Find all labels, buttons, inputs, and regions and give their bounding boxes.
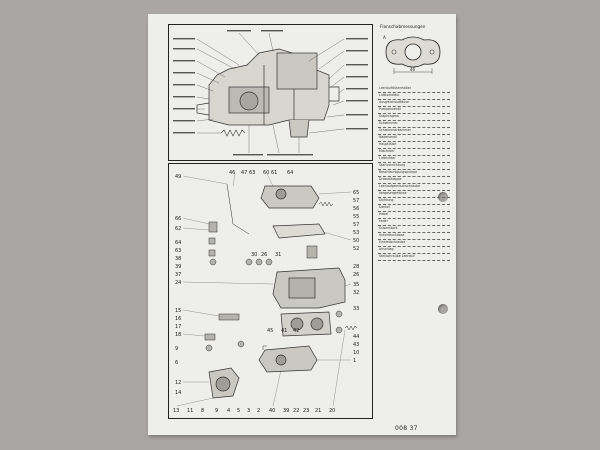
svg-text:17: 17 (175, 324, 181, 330)
legend-item: Luftrichter (378, 156, 450, 163)
carburetor-section-drawing (173, 30, 368, 156)
svg-text:26: 26 (353, 272, 359, 278)
svg-text:52: 52 (353, 246, 359, 252)
legend-item: Nadelventil (378, 135, 450, 142)
svg-text:32: 32 (353, 290, 359, 296)
legend-item: Diaphragma (378, 114, 450, 121)
svg-text:43: 43 (353, 342, 359, 348)
svg-text:56: 56 (353, 206, 359, 212)
svg-text:39: 39 (283, 408, 289, 414)
svg-text:12: 12 (175, 380, 181, 386)
legend-item: Hauptdüse (378, 142, 450, 149)
svg-text:60: 60 (263, 170, 269, 176)
svg-text:20: 20 (329, 408, 335, 414)
svg-text:65: 65 (353, 190, 359, 196)
svg-text:9: 9 (175, 346, 178, 352)
legend-item: Luftkorrektur (378, 93, 450, 100)
legend-item: Vergasergehäuse (378, 191, 450, 198)
svg-text:11: 11 (187, 408, 193, 414)
legend-item: Deckel (378, 205, 450, 212)
svg-text:44: 44 (353, 334, 359, 340)
svg-text:55: 55 (353, 214, 359, 220)
svg-text:22: 22 (293, 408, 299, 414)
svg-text:38: 38 (175, 256, 181, 262)
svg-text:4: 4 (227, 408, 230, 414)
svg-text:2: 2 (257, 408, 260, 414)
svg-text:5: 5 (237, 408, 240, 414)
flange-gasket-sketch: A 46 (383, 35, 441, 74)
svg-text:64: 64 (287, 170, 293, 176)
legend-item: Feder (378, 219, 450, 226)
svg-text:40: 40 (269, 408, 275, 414)
svg-text:57: 57 (353, 198, 359, 204)
svg-text:13: 13 (173, 408, 179, 414)
svg-text:62: 62 (175, 226, 181, 232)
svg-text:31: 31 (275, 252, 281, 258)
svg-text:6: 6 (175, 360, 178, 366)
punch-hole-lower (438, 304, 448, 314)
document-code: 008 37 (395, 425, 418, 432)
sectional-diagram (168, 24, 373, 161)
legend-item: Startvorrichtung (378, 163, 450, 170)
svg-text:41: 41 (281, 328, 287, 334)
gasket-dimension-b: 46 (410, 67, 416, 72)
legend-item: Mischrohr (378, 149, 450, 156)
legend-item: Pumpenventil (378, 107, 450, 114)
svg-text:35: 35 (353, 282, 359, 288)
svg-text:30: 30 (251, 252, 257, 258)
svg-text:8: 8 (201, 408, 204, 414)
svg-text:33: 33 (353, 306, 359, 312)
legend-item: Leerlaufgemischschraube (378, 184, 450, 191)
legend-item: Beschleunigungspumpe (378, 170, 450, 177)
svg-text:21: 21 (315, 408, 321, 414)
svg-text:57: 57 (353, 222, 359, 228)
svg-text:28: 28 (353, 264, 359, 270)
svg-text:66: 66 (175, 216, 181, 222)
svg-text:42: 42 (293, 328, 299, 334)
legend-item: Hebel (378, 212, 450, 219)
svg-text:63: 63 (175, 248, 181, 254)
svg-text:45: 45 (267, 328, 273, 334)
legend-item: Dichtung (378, 198, 450, 205)
svg-text:1: 1 (353, 358, 356, 364)
svg-text:24: 24 (175, 280, 181, 286)
gasket-dimension-a: A (383, 35, 386, 40)
svg-text:49: 49 (175, 174, 181, 180)
svg-text:63: 63 (249, 170, 255, 176)
svg-text:50: 50 (353, 238, 359, 244)
svg-text:10: 10 (353, 350, 359, 356)
legend-column: Flanschabmessungen (377, 24, 449, 29)
svg-text:16: 16 (175, 316, 181, 322)
legend-item: Unterdruckdose (378, 233, 450, 240)
svg-text:23: 23 (303, 408, 309, 414)
svg-text:37: 37 (175, 272, 181, 278)
legend-item: Einstellschraube (378, 240, 450, 247)
svg-text:18: 18 (175, 332, 181, 338)
svg-text:53: 53 (353, 230, 359, 236)
parts-legend: Leerlaufdüsenhalter Luftkorrektur Ausgle… (378, 86, 450, 261)
svg-text:61: 61 (271, 170, 277, 176)
legend-item: Schwimmer (378, 121, 450, 128)
svg-text:3: 3 (247, 408, 250, 414)
legend-item: Leerlaufdüsenhalter (378, 86, 450, 93)
flange-dimensions-title: Flanschabmessungen (380, 24, 426, 29)
svg-text:39: 39 (175, 264, 181, 270)
svg-text:46: 46 (229, 170, 235, 176)
legend-item: Stellschraube Leerlauf (378, 254, 450, 261)
svg-text:15: 15 (175, 308, 181, 314)
document-sheet: Flanschabmessungen A 46 Leerlaufdüsenhal… (148, 14, 456, 435)
legend-item: Düsenstock (378, 226, 450, 233)
legend-item: Ausgleichsluftdüse (378, 100, 450, 107)
legend-item: Drosselklappe (378, 177, 450, 184)
svg-text:14: 14 (175, 390, 181, 396)
svg-text:47: 47 (241, 170, 247, 176)
svg-text:26: 26 (261, 252, 267, 258)
svg-text:64: 64 (175, 240, 181, 246)
svg-text:9: 9 (215, 408, 218, 414)
legend-item: Anschlag (378, 247, 450, 254)
legend-item: Schwimmerkammer (378, 128, 450, 135)
